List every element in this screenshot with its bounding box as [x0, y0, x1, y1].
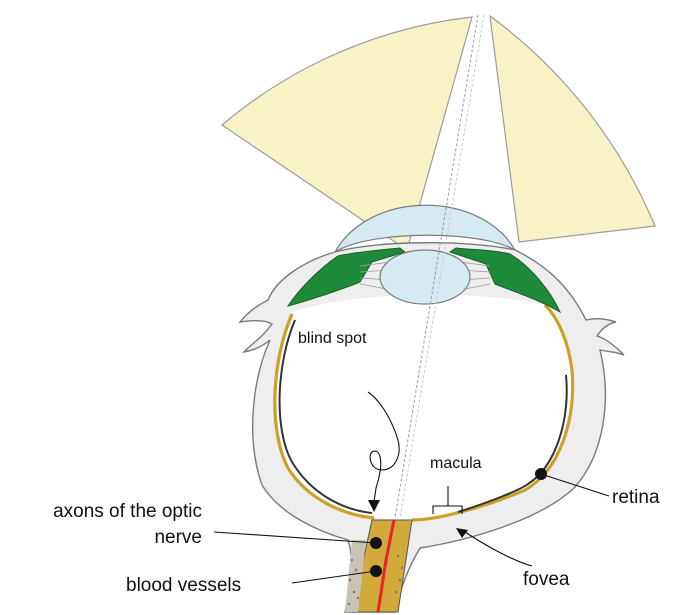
blind-spot-label: blind spot	[298, 330, 367, 347]
cornea	[334, 204, 517, 253]
visual-field-left	[221, 16, 473, 251]
fovea-pointer	[461, 529, 533, 567]
visual-field-right	[489, 14, 656, 243]
blood-vessels-label: blood vessels	[126, 575, 242, 596]
lens	[379, 249, 471, 305]
blind-spot-pointer	[367, 391, 400, 503]
retina-label: retina	[612, 487, 660, 508]
ciliary-muscle-right	[448, 247, 562, 314]
vitreous-chamber	[274, 294, 573, 520]
optic-nerve-dots	[347, 554, 404, 606]
central-blood-vessel	[376, 519, 396, 613]
axons-label-line2: nerve	[154, 527, 202, 548]
fovea-arrowhead	[456, 528, 468, 538]
blood-vessels-pointer	[291, 570, 377, 584]
fovea-label: fovea	[523, 569, 570, 590]
blind-spot-arrowhead	[368, 500, 380, 512]
choroid-layer-right	[457, 374, 568, 513]
macula-label: macula	[430, 455, 482, 472]
axons-label-line1: axons of the optic	[53, 501, 202, 522]
blood-vessels-marker	[370, 565, 382, 577]
retina-pointer	[540, 473, 610, 497]
macula-bracket	[432, 486, 463, 514]
choroid-layer	[278, 319, 373, 514]
retina-marker	[535, 468, 547, 480]
axons-pointer	[213, 531, 377, 544]
ciliary-muscle-left	[286, 247, 407, 307]
retina-layer	[273, 313, 375, 520]
axons-marker	[370, 537, 382, 549]
optic-nerve-sheath-texture	[345, 540, 366, 612]
